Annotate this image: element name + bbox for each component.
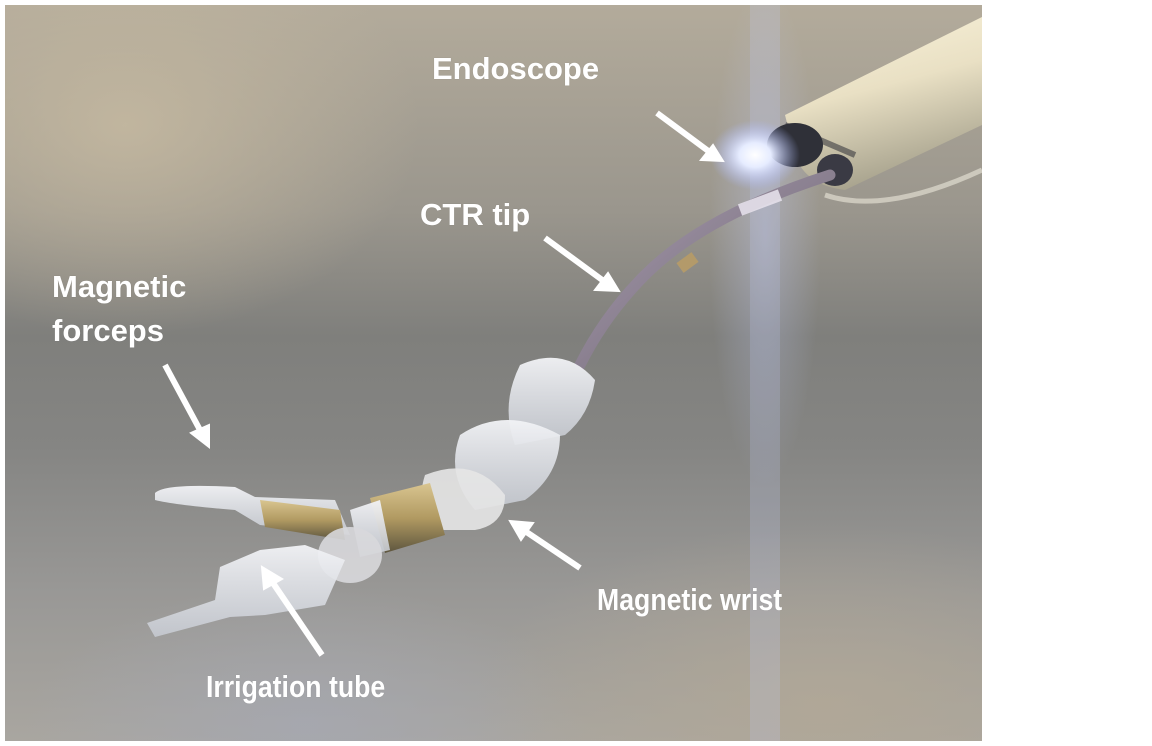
endoscope-body [767,17,982,190]
ctr-tip-label: CTR tip [420,197,531,232]
light-streak [750,5,780,741]
endoscope-label: Endoscope [432,51,600,86]
annotation-arrows [162,110,725,657]
magnetic-wrist-device [350,357,595,557]
endoscope-arrow [655,110,725,163]
device-illustration [147,5,982,741]
ctr-tip-arrow [543,235,621,293]
endoscope-wire [824,167,982,204]
irrigation-tube-arrow [260,565,325,657]
magnetic-wrist-arrow [508,519,582,571]
ctr-tube [574,169,836,371]
irrigation-tube-label: Irrigation tube [206,669,386,704]
device-photo: Endoscope CTR tip Magnetic forceps Magne… [5,5,982,741]
endoscope-light [710,120,800,190]
magnetic-forceps-label-line2: forceps [52,313,164,348]
magnetic-forceps-arrow [162,363,210,450]
irrigation-tube-device [147,545,345,637]
magnetic-forceps-label-line1: Magnetic [52,269,187,304]
magnetic-wrist-label: Magnetic wrist [597,582,783,617]
